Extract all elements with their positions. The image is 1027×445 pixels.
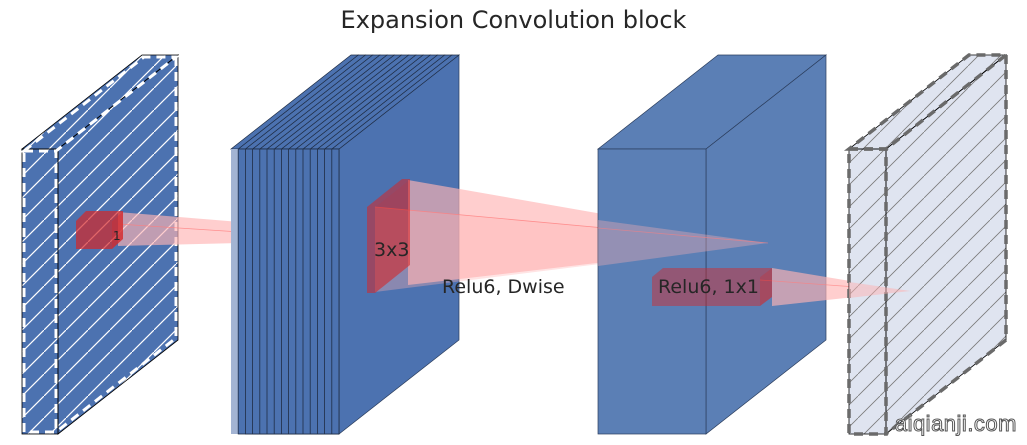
dwise-op-label: Relu6, Dwise <box>442 276 565 298</box>
input-kernel: 1 <box>76 211 123 249</box>
expanded-slice <box>331 148 340 435</box>
output-layer <box>843 53 1012 436</box>
pointwise-kernel: Relu6, 1x1 <box>652 268 772 306</box>
depthwise-output-layer <box>596 54 828 435</box>
dwise-kernel-label: 3x3 <box>374 239 409 261</box>
projection-cone-3 <box>772 268 910 306</box>
projection-cone-2 <box>408 180 768 285</box>
pointwise-op-label: Relu6, 1x1 <box>658 276 759 298</box>
projection-cone-1 <box>118 212 240 246</box>
dwise-kernel: 3x3 <box>367 179 410 293</box>
input-kernel-label: 1 <box>113 229 121 243</box>
depthwise-layer-front <box>597 148 707 435</box>
watermark: aiqianji.com <box>894 411 1017 437</box>
diagram-title: Expansion Convolution block <box>340 6 687 34</box>
